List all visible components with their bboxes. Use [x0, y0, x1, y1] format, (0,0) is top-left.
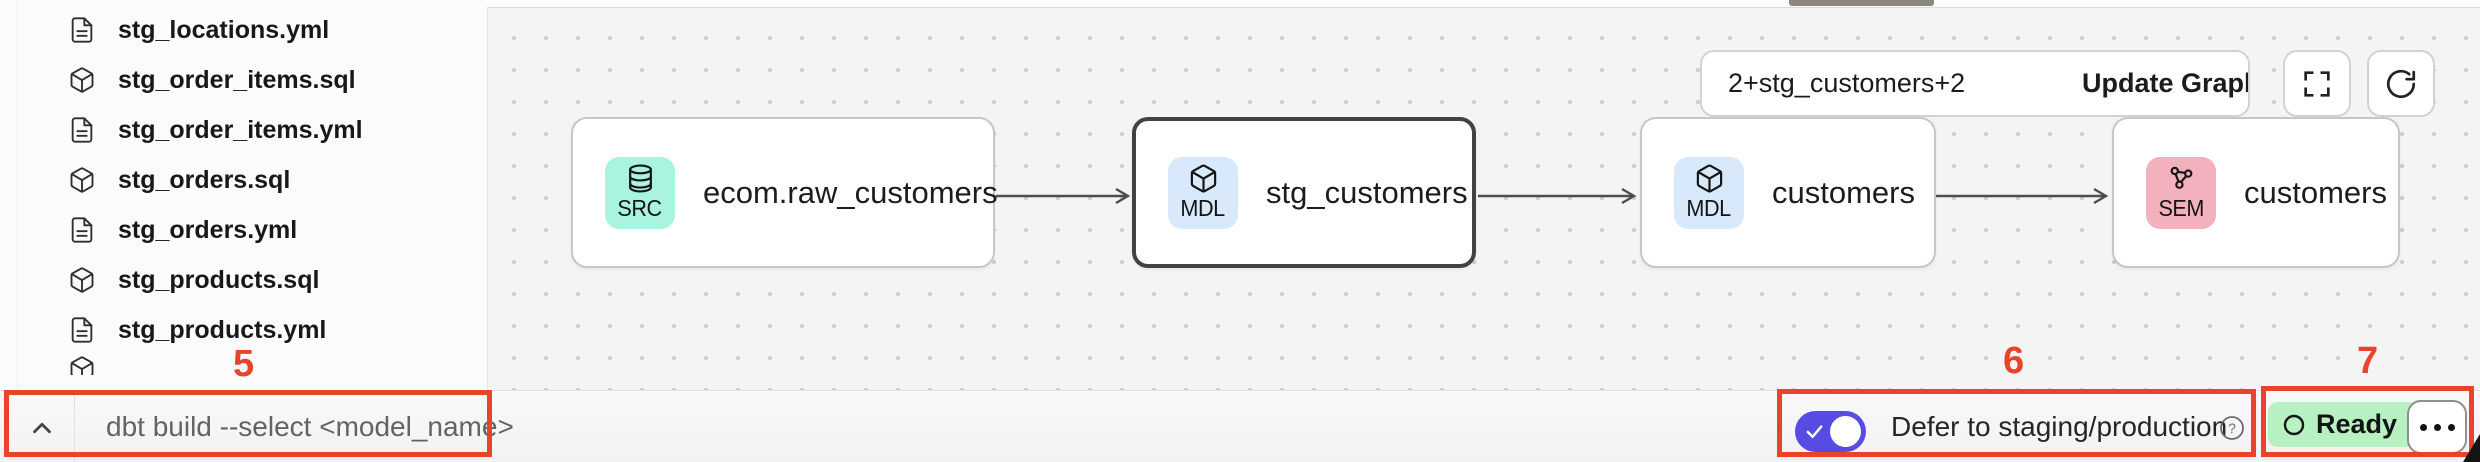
horizontal-scrollbar-thumb[interactable] [1789, 0, 1934, 6]
file-item-stg-products-sql[interactable]: stg_products.sql [0, 255, 487, 305]
refresh-icon [2386, 69, 2416, 98]
file-text-icon [71, 117, 93, 143]
edge-stg-customers-to-customers [1478, 182, 1638, 210]
model-cube-icon [70, 267, 94, 293]
defer-toggle-label: Defer to staging/production [1891, 411, 2228, 442]
svg-text:?: ? [2228, 420, 2236, 436]
node-label: customers [2244, 174, 2387, 210]
file-item-stg-order-items-sql[interactable]: stg_order_items.sql [0, 55, 487, 105]
node-label: stg_customers [1266, 174, 1468, 210]
refresh-button[interactable] [2367, 50, 2435, 117]
badge-label: MDL [1180, 195, 1226, 221]
source-badge: SRC [605, 156, 675, 229]
fullscreen-icon [2304, 70, 2330, 97]
node-customers-model[interactable]: MDL customers [1640, 117, 1936, 268]
model-cube-icon [70, 67, 94, 93]
more-options-button[interactable] [2407, 400, 2467, 454]
edge-raw-customers-to-stg-customers [996, 182, 1132, 210]
file-item-stg-locations-yml[interactable]: stg_locations.yml [0, 5, 487, 55]
model-cube-icon [70, 356, 94, 375]
model-cube-icon [1190, 164, 1216, 193]
status-circle-icon [2283, 414, 2305, 435]
file-item-label: stg_products.sql [118, 265, 320, 294]
model-badge: MDL [1674, 156, 1744, 229]
node-ecom-raw-customers[interactable]: SRC ecom.raw_customers [571, 117, 998, 268]
model-badge: MDL [1168, 156, 1238, 229]
node-stg-customers-selected[interactable]: MDL stg_customers [1132, 117, 1476, 268]
file-item-stg-orders-yml[interactable]: stg_orders.yml [0, 205, 487, 255]
check-icon [1803, 420, 1826, 443]
file-item-stg-products-yml[interactable]: stg_products.yml [0, 305, 487, 355]
file-item-label: stg_order_items.yml [118, 115, 363, 144]
badge-label: SEM [2158, 195, 2204, 221]
node-label: customers [1772, 174, 1915, 210]
bottom-command-bar: dbt build --select <model_name> Defer to… [0, 390, 2480, 462]
command-bar-divider [74, 391, 75, 462]
toggle-knob [1830, 416, 1861, 447]
node-label: ecom.raw_customers [703, 174, 998, 210]
file-text-icon [71, 17, 93, 43]
file-item-label: stg_orders.sql [118, 165, 291, 194]
file-item-label: stg_products.yml [118, 315, 327, 344]
file-item-label: stg_locations.yml [118, 15, 330, 44]
selector-input[interactable] [1702, 52, 2082, 115]
file-item-label: stg_orders.yml [118, 215, 298, 244]
file-text-icon [71, 217, 93, 243]
badge-label: SRC [617, 195, 663, 221]
graph-selector-group: Update Graph [1700, 50, 2250, 117]
semantic-badge: SEM [2146, 156, 2216, 229]
badge-label: MDL [1686, 195, 1732, 221]
status-label: Ready [2316, 409, 2398, 439]
fullscreen-button[interactable] [2283, 50, 2351, 117]
file-text-icon [71, 317, 93, 343]
edge-customers-to-sem-customers [1936, 182, 2110, 210]
command-input[interactable]: dbt build --select <model_name> [106, 411, 514, 442]
node-customers-semantic[interactable]: SEM customers [2112, 117, 2400, 268]
ellipsis-icon [2419, 423, 2427, 431]
file-item-partial[interactable] [0, 355, 487, 375]
help-icon[interactable]: ? [2219, 415, 2245, 441]
canvas-top-strip [487, 0, 2480, 8]
file-item-label: stg_order_items.sql [118, 65, 356, 94]
file-item-stg-orders-sql[interactable]: stg_orders.sql [0, 155, 487, 205]
defer-toggle[interactable] [1795, 411, 1866, 452]
model-cube-icon [70, 167, 94, 193]
database-icon [628, 164, 652, 193]
file-explorer-sidebar: stg_locations.yml stg_order_items.sql st… [0, 0, 487, 390]
chevron-up-icon [33, 422, 51, 434]
model-cube-icon [1696, 164, 1722, 193]
sidebar-left-divider [17, 0, 18, 390]
update-graph-button[interactable]: Update Graph [2082, 52, 2248, 115]
environment-status-button[interactable]: Ready [2268, 402, 2420, 447]
semantic-graph-icon [2170, 166, 2192, 189]
file-item-stg-order-items-yml[interactable]: stg_order_items.yml [0, 105, 487, 155]
expand-panel-button[interactable] [24, 410, 60, 446]
